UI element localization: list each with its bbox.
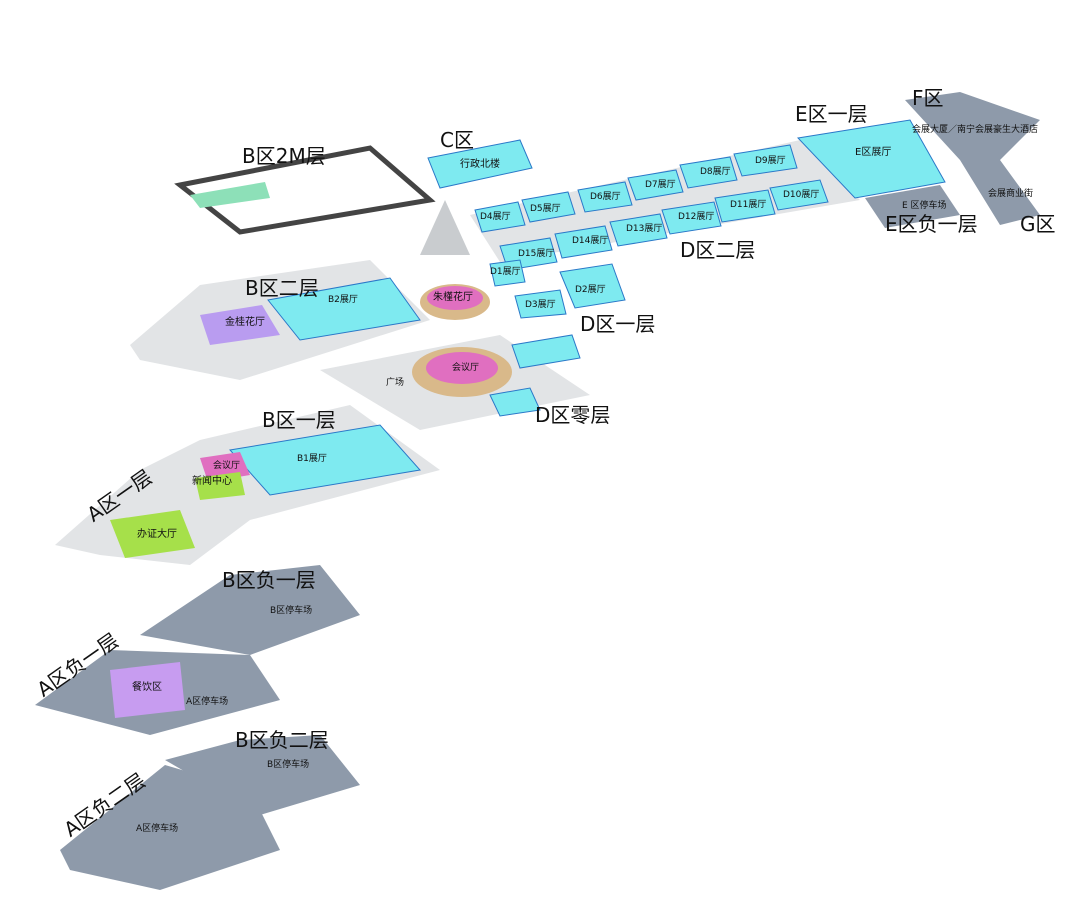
a-minus2-floor xyxy=(60,765,280,890)
place-label[interactable]: 办证大厅 xyxy=(137,529,177,540)
d0-hall xyxy=(511,334,581,369)
d-hall-label[interactable]: D13展厅 xyxy=(626,224,663,234)
tower xyxy=(420,200,470,255)
f-g-zone[interactable] xyxy=(905,92,1040,225)
place-label[interactable]: E 区停车场 xyxy=(902,201,947,211)
d-hall-label[interactable]: D9展厅 xyxy=(755,156,786,166)
zone-label: E区一层 xyxy=(795,102,868,126)
place-label[interactable]: E区展厅 xyxy=(855,147,892,158)
d-hall-label[interactable]: D7展厅 xyxy=(645,180,676,190)
place-label[interactable]: 朱槿花厅 xyxy=(433,292,473,303)
place-label[interactable]: B1展厅 xyxy=(297,454,327,464)
place-label[interactable]: 行政北楼 xyxy=(460,159,500,170)
d-halls-shapes xyxy=(474,144,829,319)
zone-label: E区负一层 xyxy=(885,212,978,236)
d-hall-label[interactable]: D14展厅 xyxy=(572,236,609,246)
b2-hall[interactable] xyxy=(267,277,421,341)
zone-label: B区负二层 xyxy=(235,728,329,752)
zone-label: G区 xyxy=(1020,212,1056,236)
d-hall-label[interactable]: D2展厅 xyxy=(575,285,606,295)
zone-label: D区一层 xyxy=(580,312,656,336)
place-label[interactable]: 餐饮区 xyxy=(132,682,162,693)
d0-hall-2 xyxy=(489,387,541,417)
zone-label: B区负一层 xyxy=(222,568,316,592)
zone-label: D区零层 xyxy=(535,403,611,427)
place-label[interactable]: 广场 xyxy=(386,378,405,388)
meeting-hall[interactable] xyxy=(426,352,498,384)
place-label[interactable]: 新闻中心 xyxy=(192,476,232,487)
d-hall-label[interactable]: D5展厅 xyxy=(530,204,561,214)
d-hall-label[interactable]: D12展厅 xyxy=(678,212,715,222)
b2m-floor[interactable] xyxy=(174,145,436,235)
zone-label: C区 xyxy=(440,128,474,152)
permit-hall[interactable] xyxy=(110,510,195,558)
zhujin-hall[interactable] xyxy=(427,286,483,310)
zone-label: F区 xyxy=(912,86,944,110)
d-hall-label[interactable]: D8展厅 xyxy=(700,167,731,177)
b-minus2-floor xyxy=(165,735,360,815)
place-label[interactable]: 会议厅 xyxy=(213,461,241,471)
place-label[interactable]: A区停车场 xyxy=(186,697,229,707)
d-hall-label[interactable]: D10展厅 xyxy=(783,190,820,200)
jingui-hall[interactable] xyxy=(200,305,280,345)
place-label[interactable]: 会展商业街 xyxy=(988,189,1034,199)
d-hall-label[interactable]: D6展厅 xyxy=(590,192,621,202)
news-center xyxy=(195,472,245,500)
e-hall[interactable] xyxy=(796,119,946,199)
b1-hall[interactable] xyxy=(229,424,421,496)
e-parking[interactable] xyxy=(865,185,960,228)
zone-label: B区2M层 xyxy=(242,144,326,168)
place-label[interactable]: B区停车场 xyxy=(270,606,313,616)
d-hall-label[interactable]: D15展厅 xyxy=(518,249,555,259)
b2m-green xyxy=(190,182,270,208)
d-hall-label[interactable]: D11展厅 xyxy=(730,200,767,210)
d-hall-label[interactable]: D1展厅 xyxy=(490,267,521,277)
c-building[interactable] xyxy=(427,139,533,189)
place-label[interactable]: B区停车场 xyxy=(267,760,310,770)
place-label[interactable]: B2展厅 xyxy=(328,295,358,305)
zone-label: D区二层 xyxy=(680,238,756,262)
b-minus1-floor xyxy=(140,565,360,655)
dining[interactable] xyxy=(110,662,185,718)
d-hall-label[interactable]: D4展厅 xyxy=(480,212,511,222)
place-label[interactable]: 会展大厦／南宁会展豪生大酒店 xyxy=(912,125,1039,135)
zone-label: B区二层 xyxy=(245,276,319,300)
zone-label: B区一层 xyxy=(262,408,336,432)
place-label[interactable]: A区停车场 xyxy=(136,824,179,834)
place-label[interactable]: 金桂花厅 xyxy=(225,317,265,328)
place-label[interactable]: 会议厅 xyxy=(452,363,480,373)
d-hall-label[interactable]: D3展厅 xyxy=(525,300,556,310)
